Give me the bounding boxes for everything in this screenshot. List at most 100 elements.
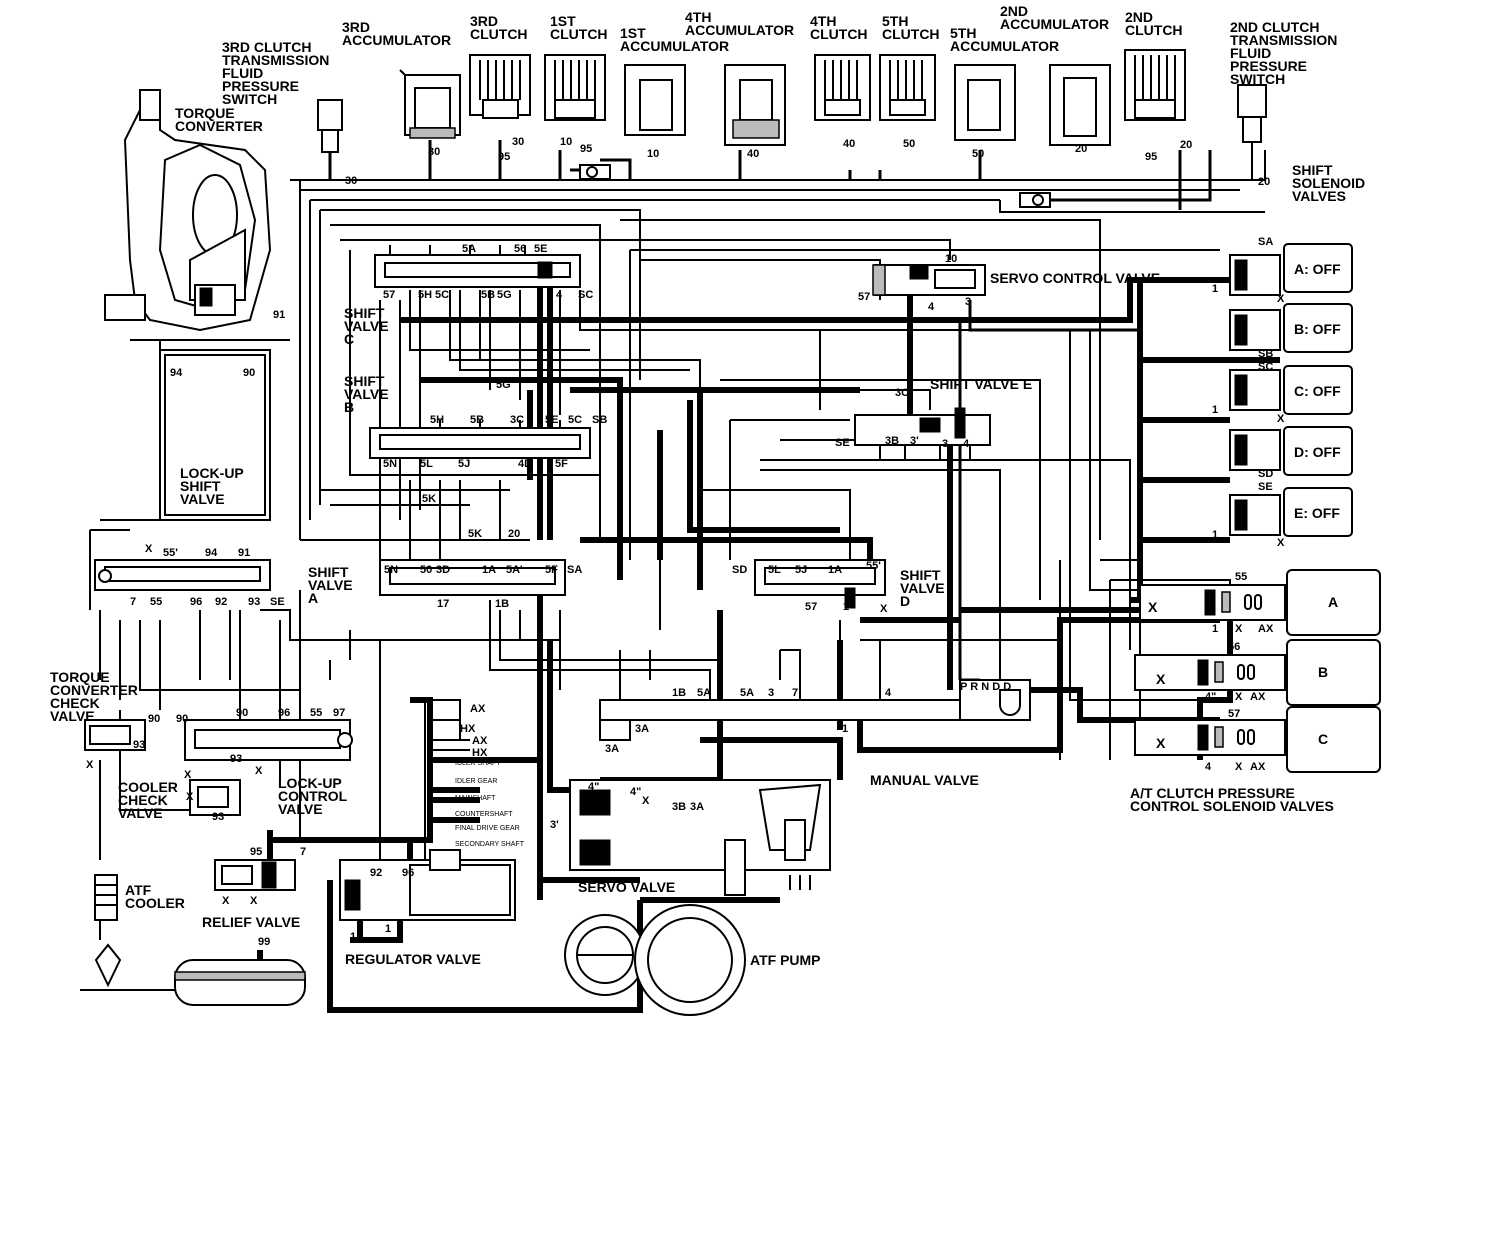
port-3b-servo: 3B <box>672 801 686 813</box>
port-x-solc: X <box>1277 413 1285 425</box>
check-ball-1 <box>579 164 611 180</box>
label-shift-valve-e-text: SHIFT VALVE E <box>930 376 1032 392</box>
port-3d-a2: 3D <box>436 564 450 576</box>
accumulator-4th <box>724 64 786 146</box>
label-atf-cooler-text-line: COOLER <box>125 895 185 911</box>
solenoid-b-state: B: OFF <box>1294 321 1341 337</box>
shaft-labels: IDLER SHAFT IDLER GEAR MAINSHAFT COUNTER… <box>455 760 525 848</box>
port-93-cool: 93 <box>212 811 224 823</box>
port-5j-b: 5J <box>458 458 470 470</box>
port-95-relief: 95 <box>250 846 262 858</box>
port-7-relief: 7 <box>300 846 306 858</box>
label-shift-valve-d-text: SHIFT <box>900 567 941 583</box>
port-40-accum4: 40 <box>747 148 759 160</box>
shaft-label-2: IDLER GEAR <box>455 778 497 785</box>
port-5ap-a2: 5A' <box>506 564 523 576</box>
port-1b-manual: 1B <box>672 687 686 699</box>
port-hx-reg: HX <box>460 723 476 735</box>
accumulator-2nd <box>1049 64 1111 146</box>
label-shift-valve-a-text-line: A <box>308 590 318 606</box>
label-3rd-accumulator-text-line: ACCUMULATOR <box>342 32 451 48</box>
port-97-lc: 97 <box>333 707 345 719</box>
label-regulator: REGULATOR VALVE <box>345 951 481 967</box>
port-57-c: 57 <box>383 289 395 301</box>
port-3-manual: 3 <box>768 687 774 699</box>
port-30-accum3: 30 <box>428 146 440 158</box>
label-2nd-clutch-switch-text-line: PRESSURE <box>1230 58 1307 74</box>
port-ax-csc: AX <box>1250 761 1266 773</box>
port-1-sole: 1 <box>1212 529 1218 541</box>
port-93-lc: 93 <box>230 753 242 765</box>
port-5k: 5K <box>422 493 436 505</box>
shift-valve-a-body <box>94 559 271 591</box>
label-cooler-check-text: COOLER <box>118 779 178 795</box>
port-x-a1: X <box>145 543 153 555</box>
label-atf-pump: ATF PUMP <box>750 952 821 968</box>
port-sd-solenoid: SD <box>1258 468 1273 480</box>
label-lockup-control-text: LOCK-UP <box>278 775 342 791</box>
label-shift-solenoids-text-line: VALVES <box>1292 188 1346 204</box>
x-mark-cool1: X <box>184 769 192 781</box>
port-4pp-servo: 4" <box>588 781 599 793</box>
port-5f-a2: 5F <box>545 564 558 576</box>
port-10-clutch1: 10 <box>560 136 572 148</box>
accumulator-3rd <box>399 69 461 139</box>
port-20-switch2: 20 <box>1258 176 1270 188</box>
label-clutch-pressure-solenoids-text-line: CONTROL SOLENOID VALVES <box>1130 798 1334 814</box>
port-7-manual: 7 <box>792 687 798 699</box>
shift-valve-d-body <box>754 559 886 609</box>
label-manual-valve: MANUAL VALVE <box>870 772 979 788</box>
label-2nd-accumulator-text: 2ND <box>1000 3 1028 19</box>
port-95-clutch2: 95 <box>1145 151 1157 163</box>
port-x-servo: X <box>642 795 650 807</box>
port-20-clutch2: 20 <box>1180 139 1192 151</box>
label-shift-valve-c-text: SHIFT <box>344 305 385 321</box>
label-3rd-clutch-switch-text-line: FLUID <box>222 65 263 81</box>
port-3c-e: 3C <box>895 387 909 399</box>
label-shift-valve-c-text-line: VALVE <box>344 318 389 334</box>
label-2nd-clutch-switch-text-line: SWITCH <box>1230 71 1285 87</box>
port-3p-e: 3' <box>910 435 919 447</box>
pressure-switch-3rd <box>317 99 343 180</box>
port-30-clutch3: 30 <box>512 136 524 148</box>
port-4-manual: 4 <box>885 687 892 699</box>
port-3c-b: 3C <box>510 414 524 426</box>
clutch-solenoid-c-port: 57 <box>1228 708 1240 720</box>
x-mark-cool2: X <box>186 791 194 803</box>
port-5j-d: 5J <box>795 564 807 576</box>
port-96-a1: 96 <box>190 596 202 608</box>
port-se-e: SE <box>835 437 850 449</box>
port-30-switch: 30 <box>345 175 357 187</box>
port-4d-b: 4D <box>518 458 532 470</box>
port-3p-servo: 3' <box>550 819 559 831</box>
label-5th-accumulator-text: 5TH <box>950 25 976 41</box>
port-95-clutch3: 95 <box>498 151 510 163</box>
label-5th-accumulator-text-line: ACCUMULATOR <box>950 38 1059 54</box>
port-92-reg: 92 <box>370 867 382 879</box>
port-91: 91 <box>273 309 285 321</box>
port-5g-b: 5G <box>496 379 511 391</box>
label-3rd-accumulator-text: 3RD <box>342 19 370 35</box>
label-tc-check-text-line: VALVE <box>50 708 95 724</box>
port-5k-2: 5K <box>468 528 482 540</box>
label-3rd-clutch-switch-text-line: SWITCH <box>222 91 277 107</box>
label-3rd-clutch-text-line: CLUTCH <box>470 26 528 42</box>
label-shift-valve-a-text-line: VALVE <box>308 577 353 593</box>
torque-converter <box>104 89 290 350</box>
port-4pp-servo-b: 4" <box>630 786 641 798</box>
solenoid-a-state: A: OFF <box>1294 261 1341 277</box>
check-ball-2 <box>1019 192 1051 208</box>
port-x-d: X <box>880 603 888 615</box>
label-cooler-check-text-line: VALVE <box>118 805 163 821</box>
shift-valve-a2-body <box>379 559 566 596</box>
port-x-csb: X <box>1235 691 1243 703</box>
manual-position-letters: P R N D D <box>960 681 1011 693</box>
accumulator-5th <box>954 64 1016 141</box>
